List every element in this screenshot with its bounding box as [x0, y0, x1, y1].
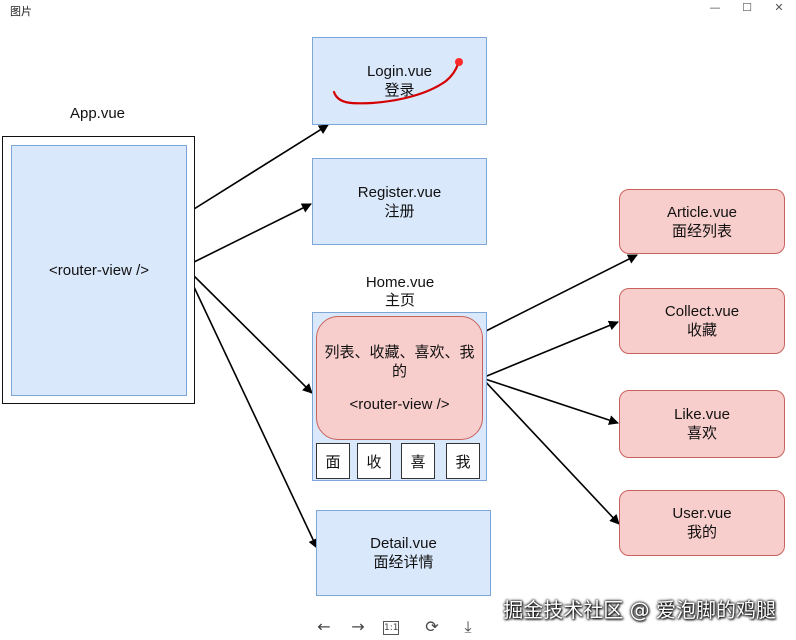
login-box: Login.vue 登录: [312, 37, 487, 125]
collect-desc: 收藏: [686, 322, 717, 339]
home-inner-router-view: <router-view />: [349, 396, 450, 413]
home-inner-line2: 的: [391, 363, 407, 380]
home-title: Home.vue 主页: [335, 274, 465, 310]
home-tab-article[interactable]: 面: [316, 443, 350, 479]
register-box: Register.vue 注册: [312, 158, 487, 245]
arrow-home-user: [481, 377, 620, 525]
register-desc: 注册: [384, 202, 415, 220]
home-inner-line1: 列表、收藏、喜欢、我: [324, 344, 475, 361]
home-tab-collect[interactable]: 收: [357, 443, 391, 479]
minimize-button[interactable]: —: [709, 1, 721, 14]
home-tab-user[interactable]: 我: [446, 443, 480, 479]
arrow-app-home: [185, 267, 313, 394]
actual-size-icon[interactable]: 1:1: [383, 621, 399, 635]
window-title: 图片: [10, 5, 32, 18]
login-desc: 登录: [384, 82, 415, 99]
arrow-home-collect: [481, 320, 619, 379]
article-name: Article.vue: [666, 203, 738, 221]
detail-desc: 面经详情: [373, 554, 434, 571]
arrow-home-like: [481, 377, 619, 425]
rotate-icon[interactable]: ⟳: [425, 617, 439, 636]
login-name: Login.vue: [366, 63, 433, 80]
previous-arrow-icon[interactable]: ←: [317, 617, 331, 636]
user-name: User.vue: [672, 505, 732, 522]
article-box: Article.vue 面经列表: [619, 189, 785, 254]
watermark: 掘金技术社区 @ 爱泡脚的鸡腿: [503, 598, 776, 622]
like-desc: 喜欢: [686, 425, 717, 442]
download-icon[interactable]: ⤓: [464, 617, 472, 636]
collect-box: Collect.vue 收藏: [619, 288, 785, 354]
like-box: Like.vue 喜欢: [619, 390, 785, 458]
home-inner-view: 列表、收藏、喜欢、我 的 <router-view />: [316, 316, 483, 440]
app-title: App.vue: [69, 105, 126, 122]
user-box: User.vue 我的: [619, 490, 785, 556]
article-desc: 面经列表: [671, 222, 732, 240]
detail-box: Detail.vue 面经详情: [316, 510, 491, 596]
home-desc: 主页: [384, 292, 415, 309]
like-name: Like.vue: [674, 406, 730, 423]
window-titlebar: 图片 — ☐ ✕: [0, 0, 796, 18]
next-arrow-icon[interactable]: →: [351, 617, 365, 636]
viewer-toolbar: ← → 1:1 ⟳ ⤓: [305, 615, 495, 639]
close-button[interactable]: ✕: [774, 1, 784, 14]
register-name: Register.vue: [357, 183, 442, 201]
app-router-view: <router-view />: [11, 145, 187, 396]
home-name: Home.vue: [365, 274, 435, 291]
user-desc: 我的: [686, 524, 717, 541]
app-router-view-label: <router-view />: [48, 262, 150, 279]
home-tab-like[interactable]: 喜: [401, 443, 435, 479]
maximize-button[interactable]: ☐: [742, 1, 752, 14]
arrow-app-detail: [185, 269, 318, 549]
collect-name: Collect.vue: [664, 303, 740, 320]
detail-name: Detail.vue: [370, 535, 437, 552]
arrow-app-login: [185, 124, 329, 215]
arrow-home-article: [481, 254, 638, 334]
arrow-app-register: [185, 203, 312, 267]
